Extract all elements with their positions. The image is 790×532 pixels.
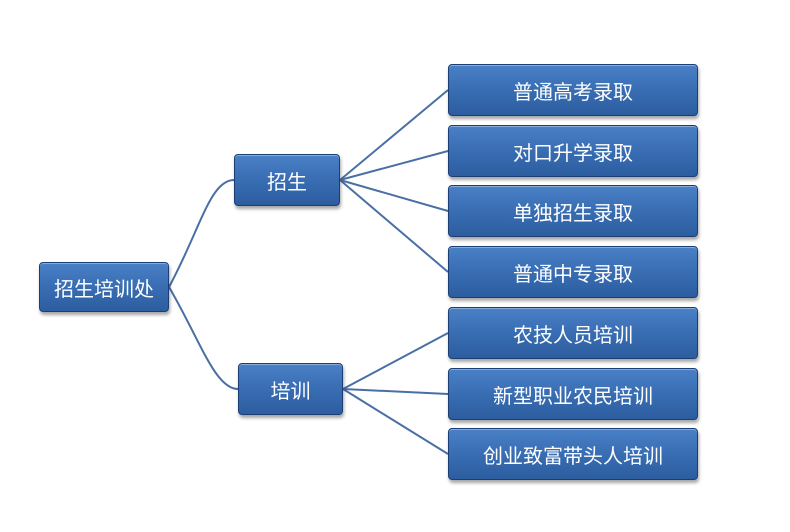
leaf-node-label: 普通中专录取 <box>513 261 633 286</box>
root-node-label: 招生培训处 <box>54 276 154 301</box>
branch-node-enrollment: 招生 <box>234 154 340 206</box>
connector-enrollment-leaf-2 <box>339 179 449 212</box>
branch-node-label: 招生 <box>267 169 307 194</box>
root-node: 招生培训处 <box>39 262 169 312</box>
connector-training-leaf-5 <box>342 388 449 395</box>
branch-node-training: 培训 <box>238 363 343 415</box>
branch-node-label: 培训 <box>270 378 311 403</box>
connector-enrollment-leaf-3 <box>339 179 449 273</box>
leaf-node: 农技人员培训 <box>448 307 698 359</box>
leaf-node: 单独招生录取 <box>448 185 698 237</box>
connector-enrollment-leaf-0 <box>339 89 449 181</box>
leaf-node: 新型职业农民培训 <box>448 368 698 420</box>
leaf-node: 普通中专录取 <box>448 246 698 298</box>
connector-root-enrollment <box>168 179 235 288</box>
leaf-node-label: 农技人员培训 <box>513 322 633 347</box>
connector-root-training <box>168 286 239 390</box>
leaf-node: 对口升学录取 <box>448 125 698 177</box>
leaf-node-label: 普通高考录取 <box>513 79 633 104</box>
leaf-node: 创业致富带头人培训 <box>448 428 698 480</box>
leaf-node: 普通高考录取 <box>448 64 698 116</box>
leaf-node-label: 创业致富带头人培训 <box>483 443 663 468</box>
leaf-node-label: 对口升学录取 <box>513 140 633 165</box>
connector-enrollment-leaf-1 <box>339 150 449 181</box>
leaf-node-label: 单独招生录取 <box>513 200 633 225</box>
connector-training-leaf-6 <box>342 388 449 455</box>
leaf-node-label: 新型职业农民培训 <box>493 383 653 408</box>
connector-training-leaf-4 <box>342 332 449 390</box>
